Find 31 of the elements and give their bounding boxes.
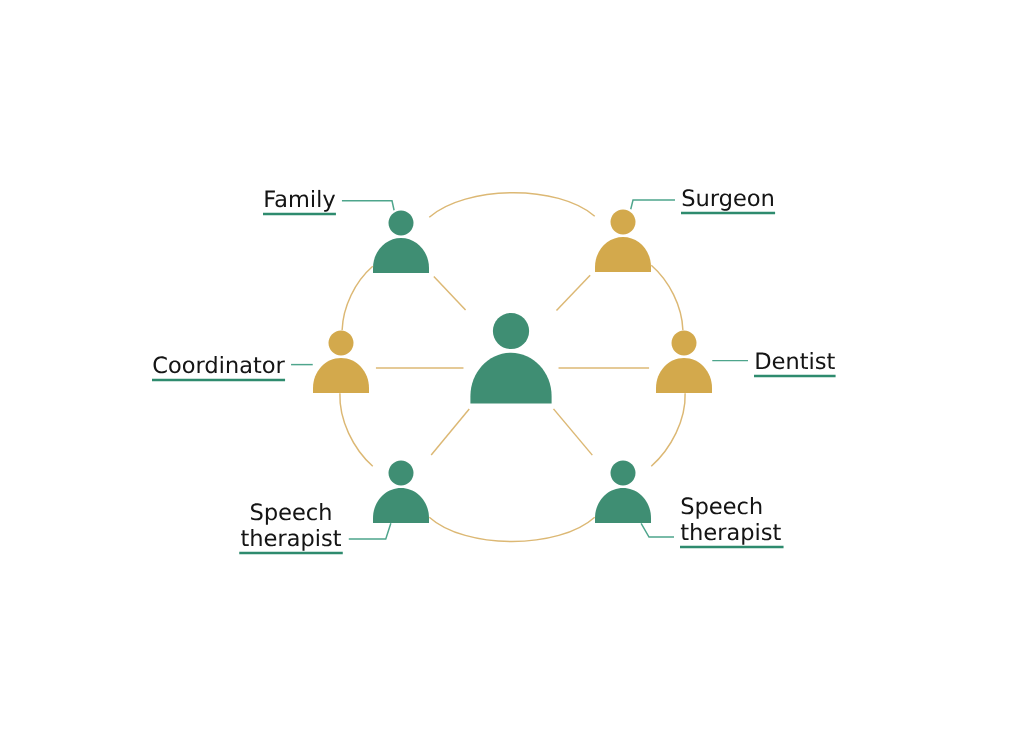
person-icon bbox=[595, 460, 651, 523]
curved-line bbox=[650, 264, 684, 331]
person-icon bbox=[595, 209, 651, 272]
leader-line bbox=[341, 200, 395, 211]
person-icon bbox=[656, 330, 712, 393]
connector-line bbox=[552, 408, 594, 456]
underlined-label: Dentist bbox=[754, 351, 836, 378]
curved-line bbox=[428, 516, 596, 543]
person-icon bbox=[313, 330, 369, 393]
leader-line bbox=[711, 359, 749, 362]
curved-line bbox=[428, 192, 596, 218]
connector-line bbox=[433, 275, 467, 311]
connector-line bbox=[430, 408, 470, 456]
person-icon bbox=[470, 312, 552, 404]
connector-line bbox=[557, 367, 650, 369]
curved-line bbox=[339, 392, 374, 468]
leader-line bbox=[290, 363, 314, 366]
curved-line bbox=[650, 392, 686, 468]
connector-line bbox=[555, 274, 591, 312]
leader-line bbox=[630, 199, 676, 210]
underlined-label: Speech therapist bbox=[239, 502, 343, 555]
curved-line bbox=[341, 265, 374, 331]
underlined-label: Speech therapist bbox=[680, 496, 784, 549]
leader-line bbox=[348, 522, 392, 540]
underlined-label: Coordinator bbox=[152, 355, 286, 382]
underlined-label: Surgeon bbox=[681, 189, 776, 215]
person-icon bbox=[373, 210, 429, 273]
person-icon bbox=[373, 460, 429, 523]
underlined-label: Family bbox=[263, 189, 336, 216]
connector-line bbox=[375, 367, 465, 369]
leader-line bbox=[640, 522, 675, 538]
